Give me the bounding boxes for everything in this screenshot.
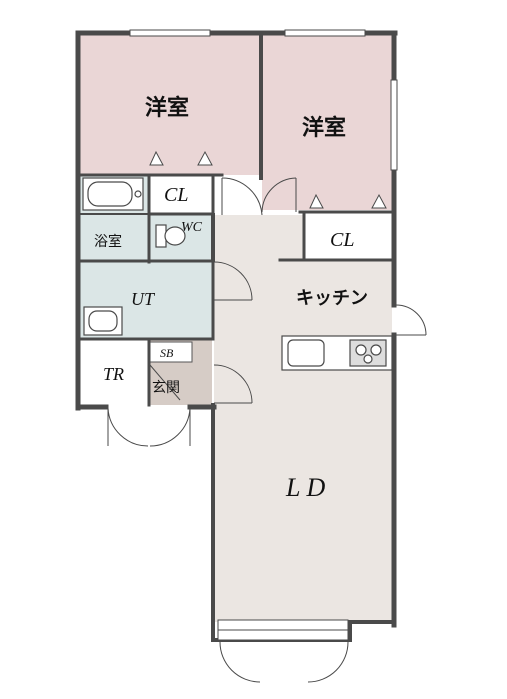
label-closet-right: CL: [330, 229, 354, 251]
doors: [107, 150, 427, 683]
label-shoe-box: SB: [160, 346, 174, 360]
label-kitchen: キッチン: [296, 288, 368, 309]
toilet-icon: [155, 224, 186, 248]
trunk-room-area: [80, 340, 148, 405]
closet-left-area: [150, 175, 212, 213]
washbasin-icon: [83, 306, 123, 336]
label-trunk-room: TR: [103, 364, 124, 384]
western-room-left: [80, 35, 260, 175]
label-entrance: 玄関: [152, 379, 180, 396]
kitchen-counter: [281, 335, 393, 371]
closet-right-area: [305, 215, 392, 258]
windows: [129, 29, 398, 641]
bathtub-icon: [82, 177, 144, 211]
label-wc: WC: [181, 220, 203, 235]
label-bathroom: 浴室: [94, 233, 122, 250]
ld-kitchen-area: [214, 215, 392, 622]
label-utility: UT: [131, 289, 156, 309]
label-western-room-right: 洋室: [302, 115, 346, 141]
entrance-step: [149, 364, 181, 401]
label-closet-left: CL: [164, 184, 188, 206]
label-living-dining: L D: [285, 473, 325, 502]
label-western-room-left: 洋室: [145, 95, 189, 121]
